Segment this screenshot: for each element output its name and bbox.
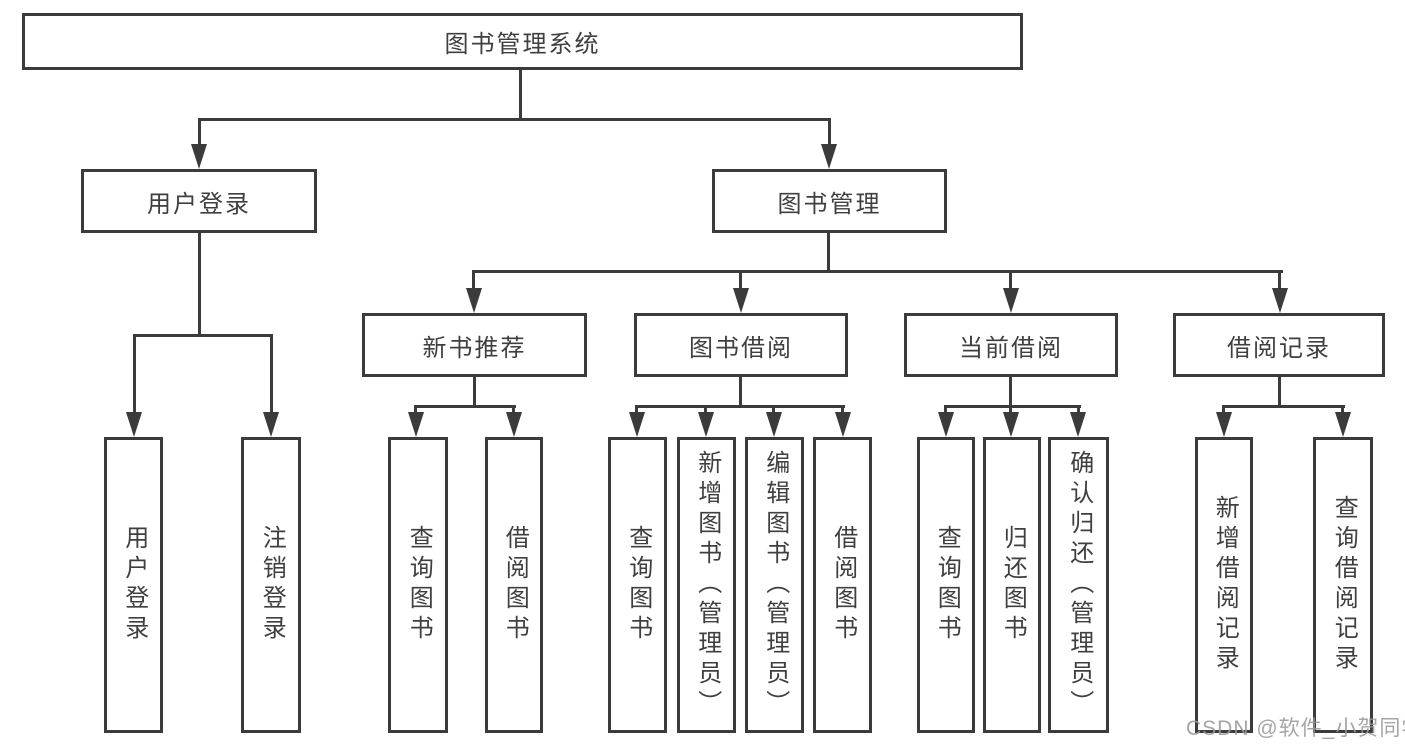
connector-drop — [414, 406, 417, 416]
arrow-down-icon — [126, 412, 142, 437]
arrow-down-icon — [821, 144, 837, 169]
arrow-down-icon — [506, 412, 522, 437]
arrow-down-icon — [1003, 288, 1019, 313]
connector-drop — [270, 336, 273, 416]
node-borrow-records: 借阅记录 — [1173, 313, 1385, 377]
leaf-query-books-current: 查询图书 — [917, 437, 975, 733]
leaf-query-books-borrow: 查询图书 — [608, 437, 667, 733]
connector-drop — [1009, 272, 1012, 292]
leaf-return-books-label: 归还图书 — [999, 525, 1027, 645]
arrow-down-icon — [1070, 412, 1086, 437]
arrow-down-icon — [1335, 412, 1351, 437]
leaf-logout: 注销登录 — [241, 437, 301, 733]
connector-l3-bar — [472, 270, 1283, 273]
connector-drop — [772, 406, 775, 416]
connector-l2-bar — [198, 118, 831, 121]
node-current-borrow-label: 当前借阅 — [959, 334, 1063, 362]
connector-drop — [1077, 406, 1080, 416]
connector-drop — [841, 406, 844, 416]
arrow-down-icon — [1003, 412, 1019, 437]
connector-stem — [198, 233, 201, 337]
leaf-user-login-label: 用户登录 — [120, 525, 148, 645]
arrow-down-icon — [698, 412, 714, 437]
connector-drop — [1278, 272, 1281, 292]
leaf-query-books-recommend-label: 查询图书 — [405, 525, 433, 645]
arrow-down-icon — [1272, 288, 1288, 313]
connector-stem — [473, 377, 476, 407]
node-borrow-records-label: 借阅记录 — [1227, 334, 1331, 362]
leaf-edit-books-admin-label: 编辑图书（管理员） — [761, 450, 789, 720]
leaf-query-books-borrow-label: 查询图书 — [624, 525, 652, 645]
connector-stem — [739, 377, 742, 407]
leaf-add-borrow-record-label: 新增借阅记录 — [1211, 495, 1239, 675]
connector-root-stem — [519, 70, 522, 121]
arrow-down-icon — [938, 412, 954, 437]
node-new-book-recommend: 新书推荐 — [362, 313, 587, 377]
leaf-query-books-recommend: 查询图书 — [388, 437, 448, 733]
arrow-down-icon — [629, 412, 645, 437]
leaf-user-login: 用户登录 — [104, 437, 163, 733]
leaf-query-books-current-label: 查询图书 — [933, 525, 961, 645]
arrow-down-icon — [466, 288, 482, 313]
leaf-borrow-books-recommend-label: 借阅图书 — [501, 525, 529, 645]
connector-bar — [944, 405, 1081, 408]
connector-drop — [198, 120, 201, 148]
node-book-management: 图书管理 — [712, 169, 947, 233]
node-book-borrow: 图书借阅 — [634, 313, 848, 377]
leaf-logout-label: 注销登录 — [258, 525, 286, 645]
leaf-borrow-books-recommend: 借阅图书 — [485, 437, 543, 733]
connector-drop — [1222, 406, 1225, 416]
leaf-edit-books-admin: 编辑图书（管理员） — [745, 437, 804, 733]
watermark-text: CSDN @软件_小贺同学 — [1186, 717, 1405, 740]
leaf-borrow-books: 借阅图书 — [813, 437, 872, 733]
leaf-add-books-admin: 新增图书（管理员） — [677, 437, 736, 733]
connector-drop — [472, 272, 475, 292]
connector-drop — [739, 272, 742, 292]
connector-drop — [1341, 406, 1344, 416]
connector-drop — [1009, 406, 1012, 416]
arrow-down-icon — [835, 412, 851, 437]
node-user-login: 用户登录 — [81, 169, 317, 233]
connector-drop — [635, 406, 638, 416]
connector-bar — [414, 405, 516, 408]
connector-drop — [704, 406, 707, 416]
connector-drop — [512, 406, 515, 416]
leaf-return-books: 归还图书 — [983, 437, 1041, 733]
arrow-down-icon — [733, 288, 749, 313]
arrow-down-icon — [766, 412, 782, 437]
connector-drop — [944, 406, 947, 416]
node-book-management-label: 图书管理 — [777, 190, 882, 218]
leaf-query-borrow-record-label: 查询借阅记录 — [1330, 495, 1358, 675]
leaf-confirm-return-admin-label: 确认归还（管理员） — [1065, 450, 1093, 720]
connector-stem — [827, 233, 830, 273]
arrow-down-icon — [191, 144, 207, 169]
connector-bar — [133, 334, 273, 337]
connector-drop — [133, 336, 136, 416]
node-current-borrow: 当前借阅 — [904, 313, 1118, 377]
arrow-down-icon — [263, 412, 279, 437]
arrow-down-icon — [1216, 412, 1232, 437]
node-root: 图书管理系统 — [22, 13, 1023, 70]
node-book-borrow-label: 图书借阅 — [689, 334, 793, 362]
arrow-down-icon — [408, 412, 424, 437]
leaf-add-books-admin-label: 新增图书（管理员） — [693, 450, 721, 720]
node-user-login-label: 用户登录 — [147, 190, 251, 218]
leaf-confirm-return-admin: 确认归还（管理员） — [1048, 437, 1109, 733]
connector-bar — [1222, 405, 1345, 408]
leaf-borrow-books-label: 借阅图书 — [829, 525, 857, 645]
connector-stem — [1278, 377, 1281, 407]
connector-stem — [1009, 377, 1012, 407]
node-root-label: 图书管理系统 — [444, 31, 601, 58]
leaf-add-borrow-record: 新增借阅记录 — [1195, 437, 1253, 733]
leaf-query-borrow-record: 查询借阅记录 — [1313, 437, 1373, 733]
node-new-book-recommend-label: 新书推荐 — [422, 334, 527, 362]
connector-drop — [828, 120, 831, 148]
connector-bar — [635, 405, 845, 408]
